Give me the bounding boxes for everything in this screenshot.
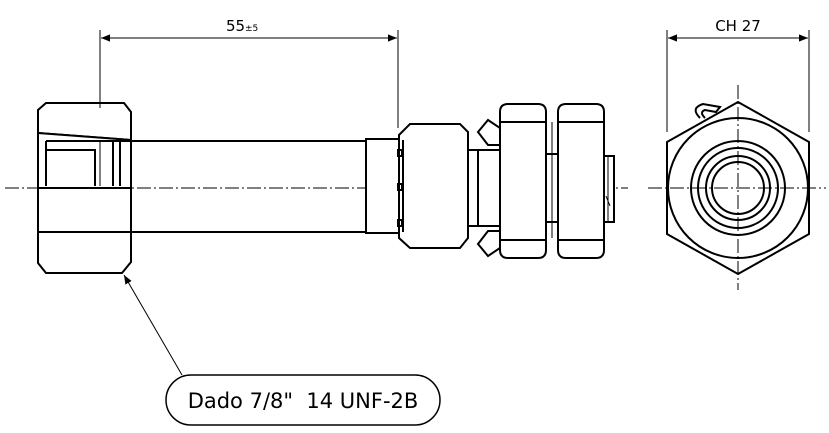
tube-side-view [120, 140, 366, 233]
ferrule-side-view [365, 123, 469, 249]
locking-clip [694, 102, 722, 119]
hex-size-dimension: CH 27 [666, 17, 810, 132]
callout-frame [165, 374, 441, 426]
length-dimension: 55 ±5 [99, 17, 399, 128]
length-tolerance: ±5 [245, 24, 258, 34]
nut-side-view [37, 102, 132, 274]
hex-size-label: CH 27 [715, 17, 761, 35]
callout-text: Dado 7/8" 14 UNF-2B [188, 389, 419, 413]
thread-callout: Dado 7/8" 14 UNF-2B [123, 274, 441, 426]
length-value: 55 [226, 17, 245, 35]
adapter-side-view [467, 103, 615, 259]
front-view [666, 85, 810, 290]
